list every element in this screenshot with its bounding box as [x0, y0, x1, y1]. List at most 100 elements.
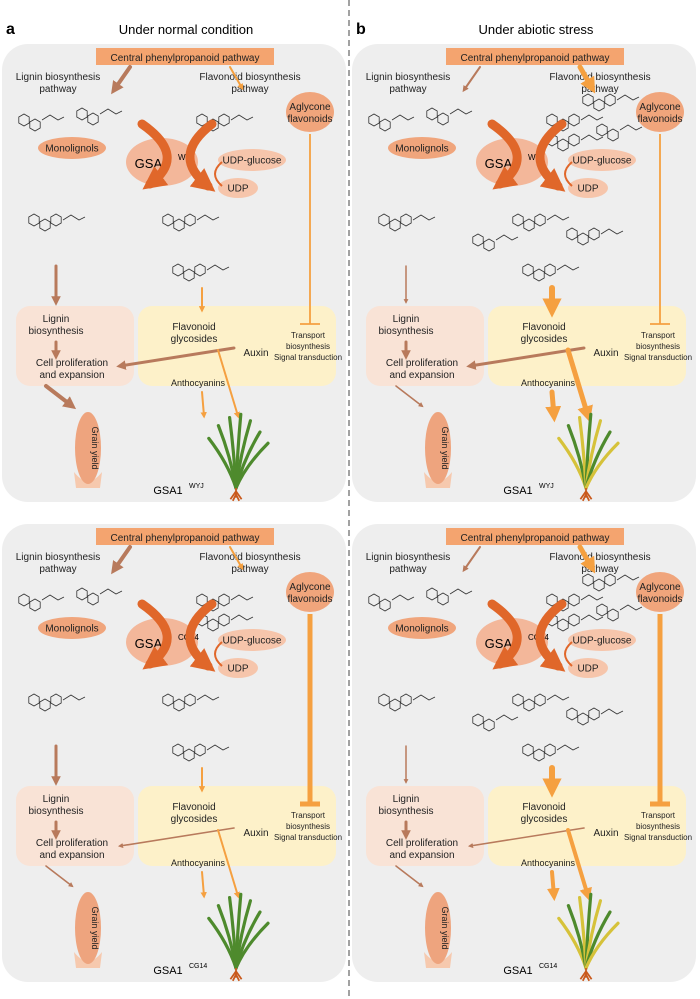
pB1-lignin-box — [366, 306, 484, 386]
pA1-udp-glucose — [218, 149, 286, 171]
pB2-mol-glyc-flav-3-ring — [577, 712, 589, 726]
pB1-rice-plant-roots — [579, 488, 593, 502]
pB1-mol-glyc-flav-2 — [522, 263, 580, 282]
pB2-mol-glyc-lignin-ring — [400, 693, 412, 707]
pB1-lignin-biosynthesis-line-2: biosynthesis — [378, 326, 433, 337]
pA2-mol-glyc-flav-1-ring — [173, 698, 185, 712]
pA1-mol-flavonoid-1-ring — [218, 113, 230, 127]
pB2-flavonoid-box — [488, 786, 686, 866]
pB1-udp-glucose-label: UDP-glucose — [573, 156, 632, 167]
pA1-arrow-flav-top — [229, 66, 244, 91]
pA1-auxin: Auxin — [243, 348, 268, 359]
pB2-mol-monolignol-1-ring — [368, 593, 380, 607]
pA2-arrow-flav-top — [229, 546, 244, 571]
pA2-mol-monolignol-2 — [76, 587, 123, 606]
pA2-mol-monolignol-1-ring — [29, 598, 41, 612]
pB2-cell-proliferation-line-1: Cell proliferation — [386, 838, 458, 849]
pB2-aglycone — [636, 572, 684, 612]
pB2-curve-left — [487, 599, 522, 670]
pB1-rice-plant — [557, 412, 620, 502]
pA2-arrow-grain — [45, 865, 74, 888]
pA1-mol-glyc-flav-2-chain — [206, 264, 230, 271]
pA2-rice-plant-leaf — [234, 921, 270, 970]
pB1-mol-glyc-flav-3-chain — [600, 228, 624, 235]
pA1-rice-plant — [207, 412, 270, 502]
pA1-curve-right — [185, 119, 217, 192]
pB2-mol-flavonoid-2-ring — [568, 613, 580, 627]
pB2-monolignols — [388, 617, 456, 639]
pB1-mol-glyc-flav-1-ring — [523, 218, 535, 232]
pB1-mol-flavonoid-3-ring — [604, 93, 616, 107]
pA2-mol-monolignol-1-chain — [41, 594, 65, 601]
pA2-mol-glyc-flav-2-ring — [172, 743, 184, 757]
pA1-grain-husk — [74, 472, 102, 488]
pA1-mol-monolignol-1-ring — [29, 118, 41, 132]
pB1-transport-line-3: Signal transduction — [624, 353, 692, 362]
pA2-flavonoid-glycosides-line-2: glycosides — [171, 814, 218, 825]
pB2-arrow-anthocyanin-plant — [546, 870, 560, 902]
pB2-auxin: Auxin — [593, 828, 618, 839]
pA1-lignin-path-line-2: pathway — [39, 84, 76, 95]
pB2-lignin-biosynthesis-line-2: biosynthesis — [378, 806, 433, 817]
pA2-arrow-auxin-cell — [117, 827, 235, 849]
pA2-cell-proliferation-line-2: and expansion — [39, 850, 104, 861]
pB1-mol-monolignol-2 — [426, 107, 473, 126]
pB1-arrow-grain — [395, 385, 424, 408]
pA1-mol-glyc-flav-2-ring — [172, 263, 184, 277]
pA1-anthocyanins: Anthocyanins — [171, 378, 226, 388]
pB2-mol-flavonoid-3-ring — [604, 573, 616, 587]
pB1-udp-label: UDP — [577, 184, 598, 195]
pA2-mol-monolignol-2-ring — [87, 592, 99, 606]
pA2-lignin-path-line-2: pathway — [39, 564, 76, 575]
pA1-flavonoid-glycosides-line-2: glycosides — [171, 334, 218, 345]
pA1-monolignols — [38, 137, 106, 159]
pB1-mol-glyc-flav-1 — [512, 213, 570, 232]
pB1-mol-flavonoid-4 — [596, 123, 643, 142]
pB1-monolignols-label: Monolignols — [395, 144, 448, 155]
pA1-grain-label: Grain yield — [90, 426, 100, 469]
pB1-auxin: Auxin — [593, 348, 618, 359]
pB1-mol-glyc-flav-2-chain — [556, 264, 580, 271]
pB1-mol-flavonoid-3-ring — [593, 98, 605, 112]
pB2-flavonoid-path-line-1: Flavonoid biosynthesis — [549, 552, 650, 563]
pB2-mol-glyc-flav-3-chain — [600, 708, 624, 715]
pA2-lignin-box — [16, 786, 134, 866]
pB2-mol-glyc-flav-4 — [472, 713, 519, 732]
pA1-arrow-flav-plant — [217, 349, 240, 419]
pA1-mol-glyc-flav-1-chain — [196, 214, 220, 221]
pB1-mol-flavonoid-3-chain — [616, 94, 640, 101]
pB2-mol-glyc-flav-2-ring — [533, 748, 545, 762]
pA2-mol-monolignol-2-ring — [76, 587, 88, 601]
pB1-mol-monolignol-1-ring — [368, 113, 380, 127]
pA2-monolignols — [38, 617, 106, 639]
pA2-anthocyanins: Anthocyanins — [171, 858, 226, 868]
pA1-mol-monolignol-2-ring — [87, 112, 99, 126]
pB1-aglycone — [636, 92, 684, 132]
pA1-arrow-grain — [44, 384, 77, 410]
panel-a-heading: Under normal condition — [119, 22, 253, 37]
pB2-aglycone-inhibition — [650, 614, 670, 807]
pB1-rice-plant-leaf — [584, 441, 620, 490]
pB1-mol-glyc-flav-3-ring — [588, 227, 600, 241]
pB1-flavonoid-path-line-1: Flavonoid biosynthesis — [549, 72, 650, 83]
pA1-udp — [218, 178, 258, 198]
pB2-arrow-flav-plant — [566, 828, 592, 901]
pB1-mol-glyc-flav-4-chain — [495, 234, 519, 241]
pB2-mol-monolignol-2-ring — [437, 592, 449, 606]
pA2-flavonoid-path-line-2: pathway — [231, 564, 268, 575]
pB1-arrow-anthocyanin-plant — [545, 389, 562, 423]
pB2-mol-monolignol-1-chain — [391, 594, 415, 601]
pB1-arrow-auxin-cell — [466, 346, 586, 370]
pB2-rice-plant-leaf — [584, 921, 620, 970]
pB2-genotype-label: GSA1 — [503, 965, 532, 977]
pA2-cell-proliferation-line-1: Cell proliferation — [36, 838, 108, 849]
pB2-cell-proliferation-line-2: and expansion — [389, 850, 454, 861]
pA2-lignin-biosynthesis-line-1: Lignin — [43, 794, 70, 805]
pA2-mol-glyc-flav-2-ring — [183, 748, 195, 762]
pA2-mol-flavonoid-2-chain — [230, 614, 254, 621]
pA1-flavonoid-glycosides-line-1: Flavonoid — [172, 322, 215, 333]
pA1-mol-glyc-flav-1-ring — [184, 213, 196, 227]
